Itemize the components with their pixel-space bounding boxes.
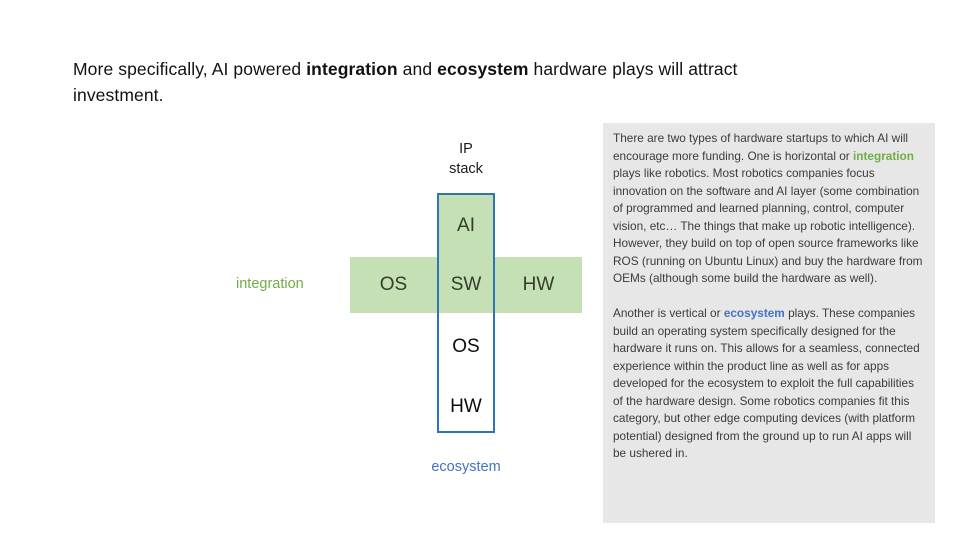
p1-keyword-integration: integration bbox=[853, 148, 914, 163]
explanation-panel: There are two types of hardware startups… bbox=[603, 123, 935, 523]
stack-cell-hw-box: HW bbox=[450, 396, 482, 417]
stack-cell-ai: AI bbox=[457, 215, 475, 236]
title-keyword-integration: integration bbox=[306, 59, 398, 79]
ip-stack-label: IP stack bbox=[416, 139, 516, 179]
title-text-line2: investment. bbox=[73, 85, 164, 105]
slide-title: More specifically, AI powered integratio… bbox=[73, 56, 873, 108]
title-text-part1: More specifically, AI powered bbox=[73, 59, 307, 79]
stack-cell-sw: SW bbox=[450, 274, 482, 295]
stack-cell-hw-bar: HW bbox=[522, 274, 555, 295]
integration-label: integration bbox=[236, 276, 304, 292]
title-text-part3: hardware plays will attract bbox=[528, 59, 738, 79]
vertical-box-green-top bbox=[439, 195, 493, 313]
stack-cell-os-box: OS bbox=[452, 336, 480, 357]
p1-text-prefix: There are two types of hardware startups… bbox=[613, 131, 909, 163]
ecosystem-vertical-box bbox=[437, 193, 495, 433]
title-text-part2: and bbox=[397, 59, 438, 79]
panel-paragraph-ecosystem: Another is vertical or ecosystem plays. … bbox=[613, 305, 925, 463]
p2-keyword-ecosystem: ecosystem bbox=[723, 306, 785, 320]
title-keyword-ecosystem: ecosystem bbox=[437, 59, 529, 79]
p1-text-rest: plays like robotics. Most robotics compa… bbox=[613, 166, 923, 285]
stack-cell-os-bar: OS bbox=[379, 274, 408, 295]
ip-stack-label-line2: stack bbox=[449, 161, 483, 177]
p2-text-rest: plays. These companies build an operatin… bbox=[613, 306, 920, 460]
ip-stack-label-line1: IP bbox=[459, 141, 473, 157]
p2-text-prefix: Another is vertical or bbox=[613, 306, 724, 320]
ecosystem-label: ecosystem bbox=[431, 459, 501, 475]
panel-paragraph-integration: There are two types of hardware startups… bbox=[613, 130, 925, 288]
